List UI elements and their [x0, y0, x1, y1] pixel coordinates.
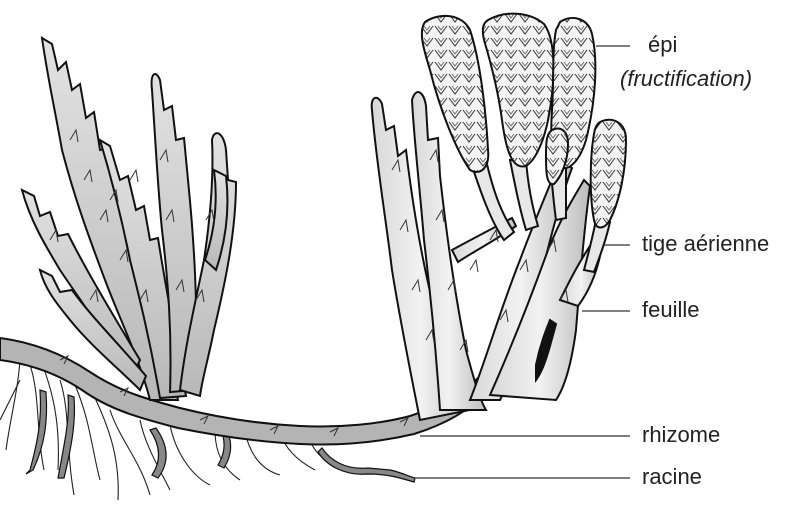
left-shoot: [22, 38, 236, 400]
label-racine: racine: [642, 466, 702, 488]
label-epi: épi: [648, 34, 677, 56]
label-fructification: (fructification): [620, 68, 752, 90]
label-rhizome: rhizome: [642, 424, 720, 446]
label-tige-aerienne: tige aérienne: [642, 233, 769, 255]
label-feuille: feuille: [642, 299, 699, 321]
